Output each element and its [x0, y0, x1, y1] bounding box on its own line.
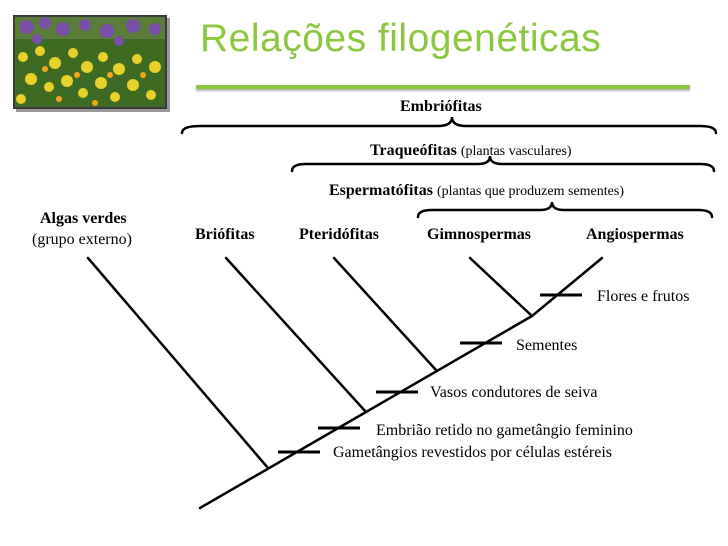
brace-traqueofitas	[290, 155, 716, 173]
brace-espermatofitas	[416, 201, 714, 219]
branch-angiospermas	[530, 256, 604, 318]
espermatofitas-name: Espermatófitas	[329, 182, 433, 199]
branch-briofitas	[224, 256, 368, 414]
taxon-briofitas: Briófitas	[195, 226, 255, 243]
taxon-algas: Algas verdes	[40, 210, 127, 227]
taxon-algas-note: (grupo externo)	[32, 231, 132, 248]
branch-algas	[86, 256, 270, 470]
traqueofitas-note: (plantas vasculares)	[460, 144, 572, 159]
brace-embriofitas	[180, 116, 718, 135]
trait-flores: Flores e frutos	[597, 288, 690, 305]
branch-pteridofitas	[332, 256, 438, 372]
label-embriofitas: Embriófitas	[400, 98, 482, 115]
title-underline	[196, 85, 690, 89]
taxon-pteridofitas: Pteridófitas	[299, 226, 379, 243]
trait-gametangios: Gametângios revestidos por células estér…	[333, 444, 613, 461]
trait-embriao: Embrião retido no gametângio feminino	[376, 422, 633, 439]
branch-gimnospermas	[468, 256, 534, 318]
taxon-gimnospermas: Gimnospermas	[427, 226, 531, 243]
trait-sementes: Sementes	[516, 337, 578, 354]
traqueofitas-name: Traqueófitas	[370, 142, 457, 159]
page-title: Relações filogenéticas	[200, 17, 602, 60]
label-traqueofitas: Traqueófitas (plantas vasculares)	[370, 142, 572, 160]
espermatofitas-note: (plantas que produzem sementes)	[436, 184, 624, 199]
trait-vasos: Vasos condutores de seiva	[430, 384, 598, 401]
taxon-angiospermas: Angiospermas	[586, 226, 684, 243]
label-espermatofitas: Espermatófitas (plantas que produzem sem…	[329, 182, 624, 200]
flower-field-photo	[13, 15, 167, 109]
